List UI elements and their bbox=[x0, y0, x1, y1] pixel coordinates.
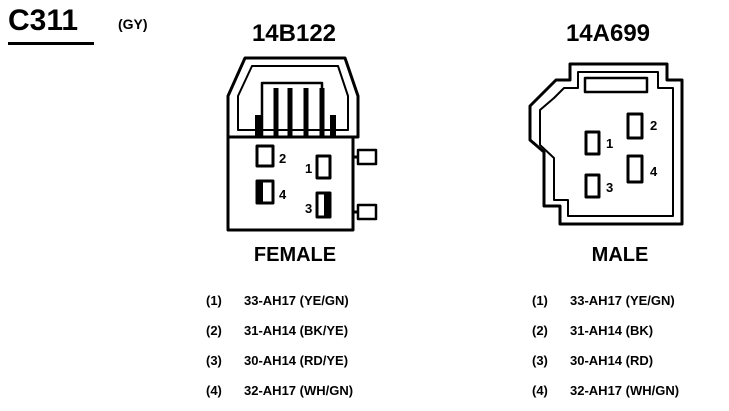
male-pin-4-cavity bbox=[626, 154, 644, 184]
male-part-number: 14A699 bbox=[565, 20, 651, 47]
male-pin-label-3: 3 bbox=[606, 180, 613, 195]
pin-number: (2) bbox=[532, 323, 548, 338]
female-pin-2-cavity bbox=[255, 144, 275, 168]
pin-circuit: 30-AH14 (RD/YE) bbox=[244, 353, 349, 368]
connector-id-underline bbox=[8, 42, 94, 45]
male-pin-1-cavity bbox=[584, 130, 601, 156]
pin-circuit: 32-AH17 (WH/GN) bbox=[244, 383, 354, 398]
male-pin-label-2: 2 bbox=[650, 118, 657, 133]
female-pin-1-cavity bbox=[315, 154, 332, 180]
pin-number: (2) bbox=[206, 323, 222, 338]
male-pin-label-1: 1 bbox=[606, 136, 613, 151]
pin-circuit: 33-AH17 (YE/GN) bbox=[570, 293, 675, 308]
male-pin-row: (4) 32-AH17 (WH/GN) bbox=[532, 383, 679, 398]
female-pin-label-1: 1 bbox=[305, 161, 312, 176]
pin-circuit: 32-AH17 (WH/GN) bbox=[570, 383, 680, 398]
male-pin-3-cavity bbox=[584, 173, 601, 199]
male-connector-drawing bbox=[528, 62, 684, 226]
pin-number: (1) bbox=[206, 293, 222, 308]
male-pin-row: (1) 33-AH17 (YE/GN) bbox=[532, 293, 675, 308]
female-connector-drawing bbox=[226, 56, 378, 232]
pin-number: (4) bbox=[206, 383, 222, 398]
pin-number: (3) bbox=[532, 353, 548, 368]
female-pin-row: (2) 31-AH14 (BK/YE) bbox=[206, 323, 348, 338]
pin-circuit: 30-AH14 (RD) bbox=[570, 353, 654, 368]
connector-color-code: (GY) bbox=[118, 16, 148, 32]
male-pin-2-cavity bbox=[626, 112, 644, 140]
pin-number: (4) bbox=[532, 383, 548, 398]
female-pin-row: (3) 30-AH14 (RD/YE) bbox=[206, 353, 348, 368]
connector-id: C311 bbox=[8, 4, 79, 37]
pin-circuit: 31-AH14 (BK) bbox=[570, 323, 654, 338]
pin-number: (3) bbox=[206, 353, 222, 368]
pin-number: (1) bbox=[532, 293, 548, 308]
male-pin-row: (2) 31-AH14 (BK) bbox=[532, 323, 653, 338]
male-pin-label-4: 4 bbox=[650, 164, 658, 179]
female-pin-row: (1) 33-AH17 (YE/GN) bbox=[206, 293, 349, 308]
male-pin-row: (3) 30-AH14 (RD) bbox=[532, 353, 653, 368]
female-part-number: 14B122 bbox=[251, 20, 337, 47]
pin-circuit: 31-AH14 (BK/YE) bbox=[244, 323, 349, 338]
female-pin-label-4: 4 bbox=[279, 187, 287, 202]
female-pin-row: (4) 32-AH17 (WH/GN) bbox=[206, 383, 353, 398]
pin-circuit: 33-AH17 (YE/GN) bbox=[244, 293, 349, 308]
female-pin-label-2: 2 bbox=[279, 151, 286, 166]
female-pin-label-3: 3 bbox=[305, 201, 312, 216]
male-label: MALE bbox=[591, 244, 649, 266]
female-label: FEMALE bbox=[253, 244, 337, 266]
